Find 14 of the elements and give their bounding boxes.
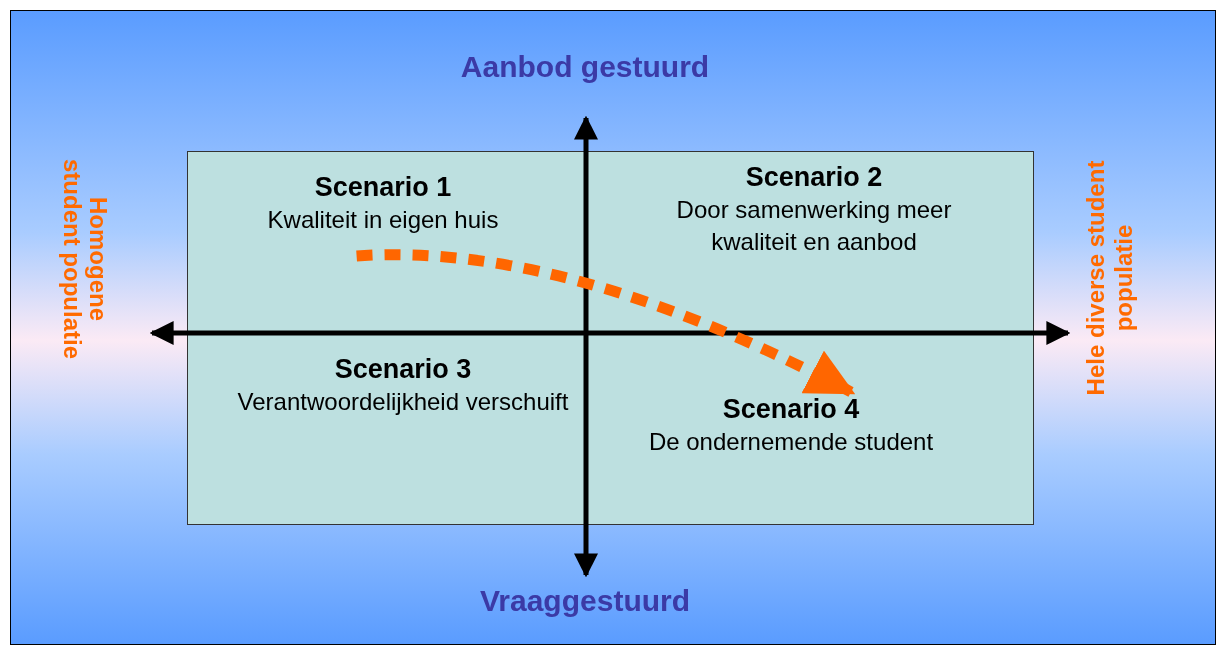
scenario-description: De ondernemende student [648,427,934,457]
axis-label: Homogene student populatie [59,158,111,361]
axis-label: Aanbod gestuurd [459,49,711,85]
scenario-heading: Scenario 3 [334,353,472,386]
scenario-heading: Scenario 4 [722,393,860,426]
scenario-heading: Scenario 2 [745,161,883,194]
axis-label: Hele diverse student populatie [1082,159,1138,398]
scenario-description: Kwaliteit in eigen huis [267,205,499,235]
scenario-heading: Scenario 1 [314,171,452,204]
scenario-description: Verantwoordelijkheid verschuift [237,387,569,417]
dashed-arrow [356,249,856,397]
scenario-description: Door samenwerking meer kwaliteit en aanbod [675,195,953,257]
axis-label: Vraaggestuurd [478,583,692,619]
quadrant-box [187,151,1034,525]
